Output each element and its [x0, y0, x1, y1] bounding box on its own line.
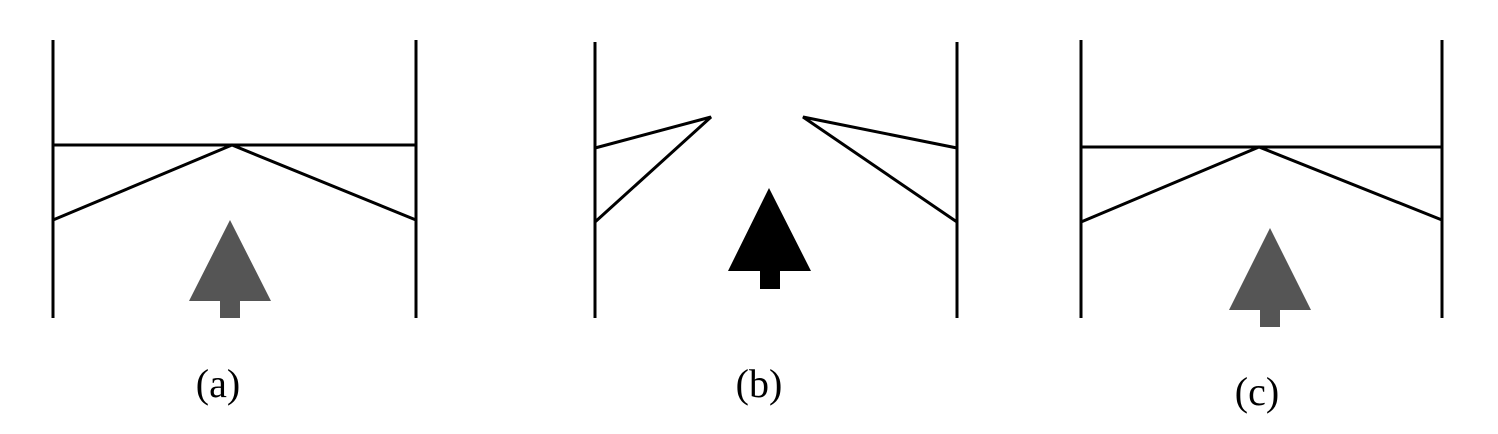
- right-broken-brace: [802, 115, 958, 224]
- up-arrow-icon: [728, 188, 811, 289]
- v-brace: [52, 143, 417, 222]
- left-broken-brace: [593, 115, 713, 224]
- panel-c: (c): [1079, 40, 1444, 414]
- caption-a: (a): [196, 361, 240, 406]
- up-arrow-icon: [1229, 228, 1311, 327]
- caption-b: (b): [736, 361, 783, 406]
- panel-b: (b): [593, 42, 959, 406]
- up-arrow-icon: [189, 220, 271, 318]
- v-brace: [1080, 145, 1443, 224]
- panel-a: (a): [51, 40, 418, 406]
- caption-c: (c): [1235, 369, 1279, 414]
